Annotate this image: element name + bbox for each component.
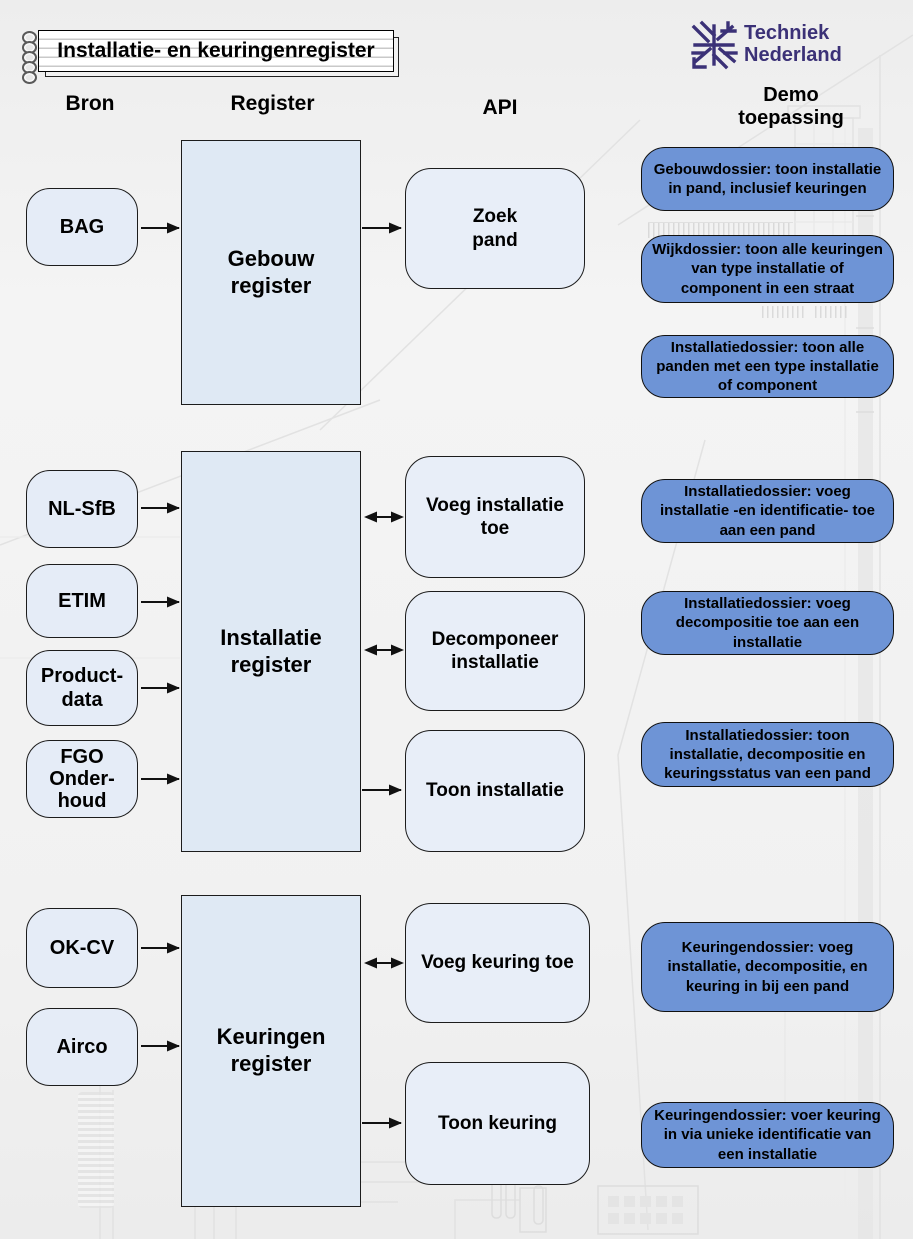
bron-box-bag: BAG bbox=[26, 188, 138, 266]
api-box-decomponeer-installatie: Decomponeer installatie bbox=[405, 591, 585, 711]
bron-box-airco: Airco bbox=[26, 1008, 138, 1086]
api-box-voeg-keuring-toe: Voeg keuring toe bbox=[405, 903, 590, 1023]
watermark-ticks-1 bbox=[762, 306, 804, 318]
column-header-demo-toepassing: Demo toepassing bbox=[738, 84, 844, 129]
column-header-register: Register bbox=[230, 92, 315, 115]
demo-box-installatiedossier-toon-installatie: Installatiedossier: toon installatie, de… bbox=[641, 722, 894, 787]
register-box-installatie: Installatie register bbox=[181, 451, 361, 852]
spiral-ring bbox=[22, 71, 37, 84]
demo-box-wijkdossier: Wijkdossier: toon alle keuringen van typ… bbox=[641, 235, 894, 303]
api-box-zoek-pand: Zoek pand bbox=[405, 168, 585, 289]
bron-box-ok-cv: OK-CV bbox=[26, 908, 138, 988]
double-arrow-keuringen-voegkeuring bbox=[364, 957, 404, 969]
api-box-toon-installatie: Toon installatie bbox=[405, 730, 585, 852]
demo-box-installatiedossier-toon-panden: Installatiedossier: toon alle panden met… bbox=[641, 335, 894, 398]
demo-box-gebouwdossier-toon: Gebouwdossier: toon installatie in pand,… bbox=[641, 147, 894, 211]
techniek-nederland-logo: Techniek Nederland bbox=[688, 18, 842, 72]
demo-box-keuringendossier-voer: Keuringendossier: voer keuring in via un… bbox=[641, 1102, 894, 1168]
register-box-gebouw: Gebouw register bbox=[181, 140, 361, 405]
api-box-voeg-installatie-toe: Voeg installatie toe bbox=[405, 456, 585, 578]
techniek-nederland-logo-icon bbox=[691, 20, 738, 70]
page-title: Installatie- en keuringenregister bbox=[38, 30, 394, 72]
double-arrow-installatie-voeginstallatie bbox=[364, 511, 404, 523]
demo-box-keuringendossier-voeg: Keuringendossier: voeg installatie, deco… bbox=[641, 922, 894, 1012]
double-arrow-installatie-decomponeer bbox=[364, 644, 404, 656]
watermark-screw bbox=[78, 1092, 114, 1208]
bron-box-productdata: Product- data bbox=[26, 650, 138, 726]
watermark-comb bbox=[648, 222, 793, 238]
bron-box-etim: ETIM bbox=[26, 564, 138, 638]
demo-box-installatiedossier-voeg-installatie: Installatiedossier: voeg installatie -en… bbox=[641, 479, 894, 543]
column-header-bron: Bron bbox=[65, 92, 115, 115]
bron-box-fgo-onderhoud: FGO Onder- houd bbox=[26, 740, 138, 818]
api-box-toon-keuring: Toon keuring bbox=[405, 1062, 590, 1185]
bron-box-nl-sfb: NL-SfB bbox=[26, 470, 138, 548]
register-box-keuringen: Keuringen register bbox=[181, 895, 361, 1207]
logo-line2: Nederland bbox=[744, 44, 842, 66]
logo-line1: Techniek bbox=[744, 22, 830, 45]
demo-box-installatiedossier-voeg-decompositie: Installatiedossier: voeg decompositie to… bbox=[641, 591, 894, 655]
watermark-ticks-2 bbox=[815, 306, 847, 318]
techniek-nederland-logo-text: Techniek Nederland bbox=[744, 23, 842, 66]
column-header-api: API bbox=[482, 96, 518, 119]
page-title-text: Installatie- en keuringenregister bbox=[57, 39, 375, 62]
